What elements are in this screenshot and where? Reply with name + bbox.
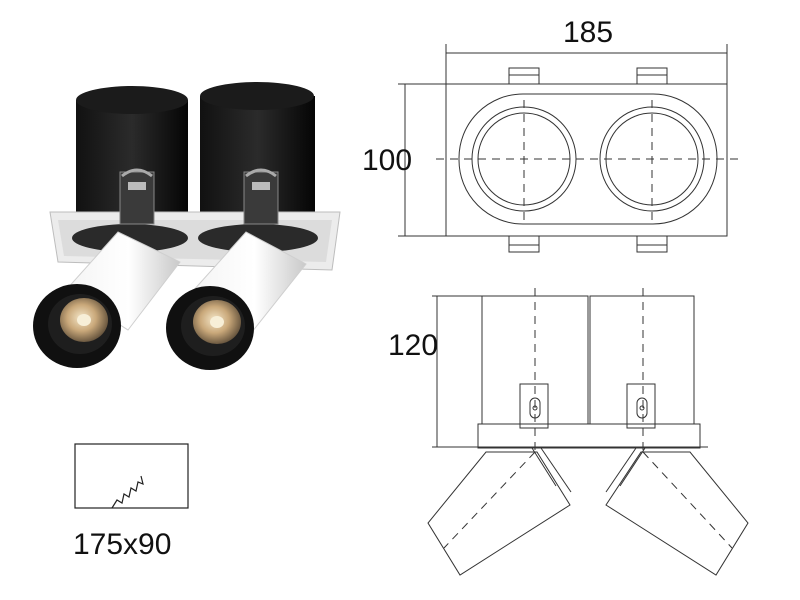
spotlight-left [33,231,181,368]
saw-blade-icon [111,475,144,509]
side-view-centerlines [443,288,733,549]
top-clips [508,67,668,253]
side-housing-right [589,295,695,425]
side-flange [477,423,701,449]
height-label: 100 [362,144,412,177]
spring-clip-left [119,168,155,225]
spotlight-right [166,231,307,370]
outer-frame [445,83,728,237]
cutout-rectangle [74,443,189,509]
top-view-centerlines [436,100,740,222]
cutout-size-label: 175x90 [73,528,171,561]
side-spotlight-right [605,447,749,576]
top-view-drawing [398,44,740,253]
depth-label: 120 [388,329,438,362]
side-spotlight-left [427,447,572,576]
side-view-drawing [427,288,749,576]
product-photo [33,82,341,370]
width-label: 185 [563,16,613,49]
spring-clip-right [243,168,279,225]
cutout-symbol [74,443,189,509]
